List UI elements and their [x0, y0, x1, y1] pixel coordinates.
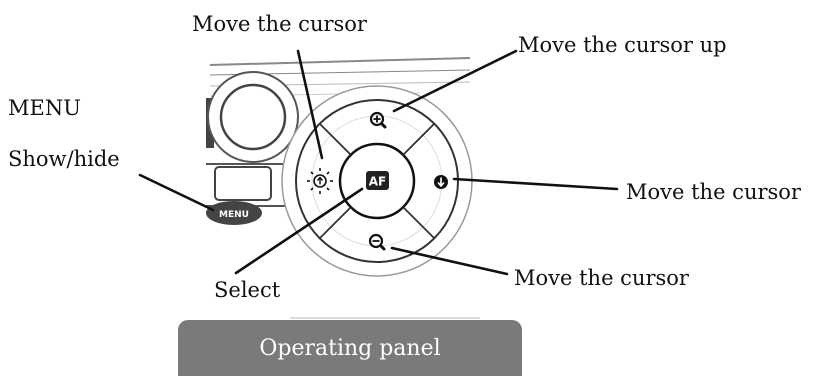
label-menu: MENU: [8, 96, 81, 120]
brightness-icon: [307, 168, 333, 194]
up-button[interactable]: [369, 111, 387, 129]
panel-caption-badge: Operating panel: [178, 320, 522, 376]
rectangular-switch[interactable]: [206, 163, 291, 207]
left-button[interactable]: [307, 168, 333, 194]
zoom-out-icon: [368, 233, 386, 251]
down-button[interactable]: [368, 233, 386, 251]
round-dial[interactable]: [207, 71, 299, 163]
leader-top-right: [392, 49, 518, 113]
label-show-hide: Show/hide: [8, 147, 120, 171]
right-button[interactable]: [434, 175, 448, 189]
leader-select: [234, 187, 364, 275]
leader-bottom-right: [390, 246, 509, 276]
af-button[interactable]: AF: [338, 142, 416, 220]
label-select: Select: [214, 278, 281, 302]
zoom-in-icon: [369, 111, 387, 129]
label-move-cursor-right: Move the cursor: [626, 180, 801, 204]
menu-button-label: MENU: [219, 210, 249, 220]
leader-lines: [138, 49, 619, 276]
af-icon: [366, 171, 389, 190]
arrow-down-circle-icon: [434, 175, 448, 189]
leader-right: [452, 177, 619, 191]
menu-button[interactable]: MENU: [206, 201, 262, 225]
af-button-label: AF: [369, 175, 386, 189]
label-move-cursor-up: Move the cursor up: [518, 33, 727, 57]
leader-menu: [138, 173, 215, 212]
leader-top-left: [296, 49, 324, 160]
label-move-cursor-left: Move the cursor: [192, 12, 367, 36]
label-move-cursor-down: Move the cursor: [514, 266, 689, 290]
panel-caption: Operating panel: [259, 335, 441, 361]
